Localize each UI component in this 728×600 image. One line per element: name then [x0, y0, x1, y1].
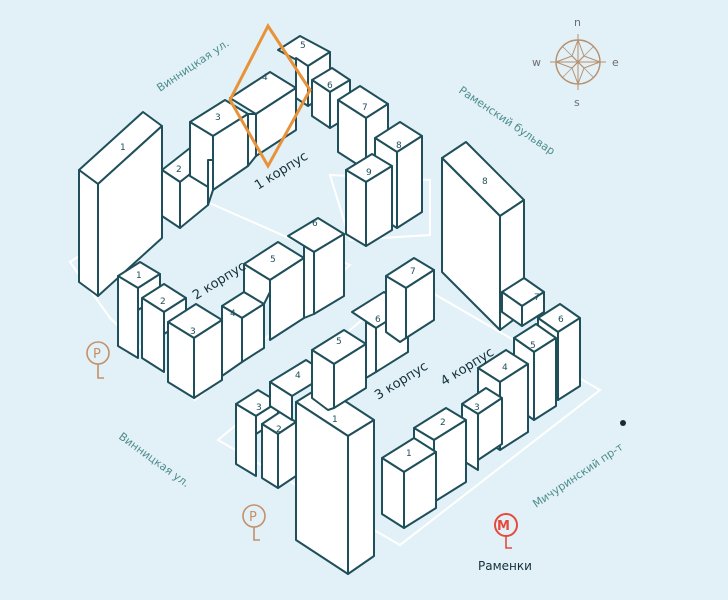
- metro-icon[interactable]: M: [494, 513, 518, 549]
- k4-section-8-label: 8: [482, 177, 488, 187]
- k2-section-6-label: 6: [312, 219, 318, 229]
- k4-section-3-label: 3: [474, 403, 480, 413]
- k1-section-1-label: 1: [120, 143, 126, 153]
- k1-section-8-label: 8: [396, 141, 402, 151]
- k3-section-1-label: 1: [332, 415, 338, 425]
- k4-section-6-label: 6: [558, 315, 564, 325]
- k1-section-9-label: 9: [366, 168, 372, 178]
- k2-section-5-label: 5: [270, 255, 276, 265]
- k3-section-5-label: 5: [336, 337, 342, 347]
- compass-e: e: [612, 56, 619, 69]
- k1-section-4[interactable]: 4: [229, 71, 297, 167]
- k4-section-1[interactable]: 1: [381, 437, 437, 529]
- compass-w: w: [532, 56, 541, 69]
- parking-icon[interactable]: P: [86, 341, 110, 379]
- k4-section-2-label: 2: [440, 418, 446, 428]
- k4-section-5-label: 5: [530, 341, 536, 351]
- k4-section-7[interactable]: 7: [501, 277, 545, 327]
- metro-station-label: Раменки: [478, 559, 532, 573]
- k1-section-7-label: 7: [362, 103, 368, 113]
- parking-icon[interactable]: P: [242, 504, 266, 541]
- k3-section-5[interactable]: 5: [311, 329, 367, 411]
- k3-section-7-label: 7: [410, 267, 416, 277]
- k2-section-1-label: 1: [136, 271, 142, 281]
- street-vinnitskaya-bottom: Винницкая ул.: [116, 430, 192, 490]
- k1-section-6[interactable]: 6: [311, 67, 351, 129]
- k1-section-4-label: 4: [262, 73, 268, 83]
- svg-text:M: M: [497, 519, 510, 534]
- marker-dot: [620, 420, 626, 426]
- k3-section-3[interactable]: 3: [235, 389, 279, 477]
- k1-section-3[interactable]: 3: [189, 99, 249, 206]
- street-michurinsky: Мичуринский пр-т: [530, 440, 626, 510]
- k1-section-3-label: 3: [215, 113, 221, 123]
- k3-section-3-label: 3: [256, 403, 262, 413]
- k3-section-1[interactable]: 1: [295, 385, 375, 575]
- k3-section-2-label: 2: [276, 425, 282, 435]
- svg-text:P: P: [93, 347, 101, 362]
- k2-section-3[interactable]: 3: [167, 303, 223, 399]
- compass-n: n: [574, 16, 581, 29]
- compass-s: s: [574, 96, 580, 109]
- k3-section-2[interactable]: 2: [261, 411, 297, 489]
- compass-icon: [550, 34, 606, 90]
- k1-section-5-label: 5: [300, 41, 306, 51]
- k1-section-2-label: 2: [176, 165, 182, 175]
- street-vinnitskaya-top: Винницкая ул.: [154, 37, 231, 95]
- k4-section-3[interactable]: 3: [461, 387, 503, 471]
- k2-section-3-label: 3: [190, 327, 196, 337]
- k1-section-1[interactable]: 1: [78, 111, 163, 297]
- k1-section-6-label: 6: [327, 81, 333, 91]
- k2-section-1[interactable]: 1: [117, 261, 161, 359]
- k3-section-7[interactable]: 7: [385, 257, 435, 343]
- k4-section-1-label: 1: [406, 449, 412, 459]
- selected-section-highlight: [228, 23, 312, 170]
- k3-section-6-label: 6: [375, 315, 381, 325]
- k2-section-4-label: 4: [230, 309, 236, 319]
- svg-text:P: P: [249, 510, 257, 525]
- k1-section-9[interactable]: 9: [345, 153, 393, 247]
- k2-section-4[interactable]: 4: [221, 291, 265, 377]
- k2-section-6[interactable]: 6: [287, 217, 345, 319]
- k2-section-2-label: 2: [160, 297, 166, 307]
- k4-section-4-label: 4: [502, 363, 508, 373]
- k4-section-7-label: 7: [534, 293, 540, 303]
- k3-section-4-label: 4: [295, 371, 301, 381]
